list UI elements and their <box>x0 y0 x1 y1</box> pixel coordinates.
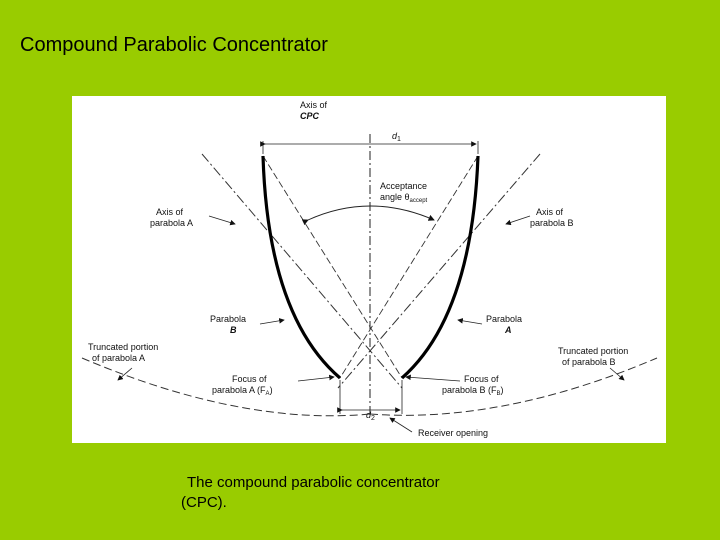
cpc-diagram-svg: Axis of CPC d1 Acceptance angle θaccept … <box>81 100 658 438</box>
label-focus-a-2: parabola A (FA) <box>212 385 273 397</box>
label-axis-a-1: Axis of <box>156 207 184 217</box>
label-trunc-a-1: Truncated portion <box>88 342 158 352</box>
leader-trunc-a <box>117 367 133 381</box>
label-axis-b-2: parabola B <box>530 218 574 228</box>
ray-left-to-focus-b <box>262 155 403 379</box>
label-axis-b-1: Axis of <box>536 207 564 217</box>
label-trunc-b-2: of parabola B <box>562 357 616 367</box>
label-axis-a-2: parabola A <box>150 218 193 228</box>
label-focus-b-2: parabola B (FB) <box>442 385 504 397</box>
leader-parabola-b <box>259 318 285 325</box>
leader-focus-a <box>297 374 335 382</box>
leader-trunc-b <box>609 367 625 381</box>
acceptance-angle-arc <box>301 205 435 226</box>
label-d1: d1 <box>392 131 401 143</box>
figure-caption: The compound parabolic concentrator (CPC… <box>181 473 541 513</box>
label-axis-cpc-1: Axis of <box>300 100 328 110</box>
cpc-diagram: Axis of CPC d1 Acceptance angle θaccept … <box>72 96 666 443</box>
label-parabola-a-2: A <box>504 325 512 335</box>
label-acceptance-1: Acceptance <box>380 181 427 191</box>
leader-axis-b <box>505 215 531 226</box>
label-d2: d2 <box>366 410 375 422</box>
parabola-a-wall <box>400 155 480 380</box>
label-focus-b-1: Focus of <box>464 374 499 384</box>
label-receiver: Receiver opening <box>418 428 488 438</box>
parabola-b-axis-line <box>337 153 541 389</box>
ray-right-to-focus-a <box>339 155 479 379</box>
parabola-a-axis-line <box>201 153 403 389</box>
label-parabola-b-1: Parabola <box>210 314 246 324</box>
caption-line-1: The compound parabolic concentrator <box>187 474 440 491</box>
leader-parabola-a <box>457 318 483 325</box>
leader-axis-a <box>208 215 236 226</box>
label-trunc-b-1: Truncated portion <box>558 346 628 356</box>
parabola-b-wall <box>261 155 342 380</box>
caption-line-2: (CPC). <box>181 494 227 511</box>
leader-receiver <box>389 417 413 433</box>
label-axis-cpc-2: CPC <box>300 111 320 121</box>
label-acceptance-2: angle θaccept <box>380 192 428 204</box>
label-parabola-a-1: Parabola <box>486 314 522 324</box>
leader-focus-b <box>405 374 461 382</box>
label-parabola-b-2: B <box>230 325 237 335</box>
label-trunc-a-2: of parabola A <box>92 353 145 363</box>
slide-title: Compound Parabolic Concentrator <box>20 34 328 56</box>
label-focus-a-1: Focus of <box>232 374 267 384</box>
truncated-portion-a <box>81 357 371 417</box>
